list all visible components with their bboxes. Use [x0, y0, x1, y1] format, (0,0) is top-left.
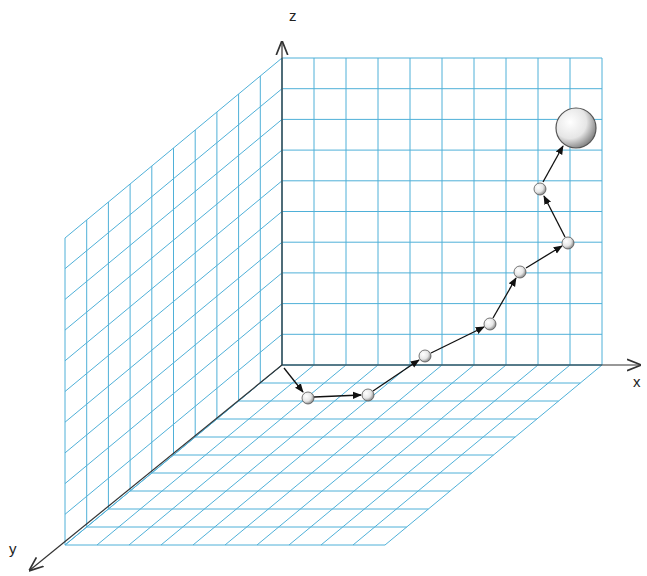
grid-line [174, 455, 494, 456]
grid-line [385, 365, 602, 545]
small-ball [362, 389, 374, 401]
grid-line [130, 184, 131, 491]
grid-line [108, 202, 109, 509]
grid-line [130, 491, 450, 492]
small-ball [514, 266, 526, 278]
small-ball [302, 392, 314, 404]
grid-line [257, 365, 474, 545]
balls [302, 108, 596, 404]
path-arrow [493, 278, 516, 318]
grid-line [282, 150, 602, 151]
grid-line [86, 220, 87, 527]
z-axis-label: z [289, 8, 297, 23]
path-arrow [431, 327, 484, 353]
grid-line [602, 58, 603, 365]
grid-line [65, 58, 282, 238]
grid-line [321, 365, 538, 545]
grid-line [87, 527, 407, 528]
small-ball [534, 183, 546, 195]
grid-line [65, 119, 282, 299]
path-arrow [373, 360, 419, 391]
grid-line [353, 365, 570, 545]
grid-line [65, 89, 282, 269]
small-ball [484, 318, 496, 330]
path-arrow [544, 196, 565, 237]
grid-line [282, 88, 602, 89]
grid-planes [65, 58, 602, 545]
grid-line [65, 238, 66, 545]
x-axis-label: x [633, 374, 641, 389]
grid-line [282, 58, 602, 59]
grid-line [282, 211, 602, 212]
grid-line [538, 58, 539, 365]
grid-line [282, 180, 602, 181]
grid-line [289, 365, 506, 545]
y-axis [30, 365, 282, 570]
large-ball [556, 108, 596, 148]
small-ball [419, 350, 431, 362]
grid-line [151, 166, 152, 473]
grid-line [65, 150, 282, 330]
path-arrow [543, 146, 563, 182]
y-axis-label: y [9, 541, 17, 556]
x-axis [282, 364, 640, 365]
grid-line [570, 58, 571, 365]
grid-line [65, 181, 282, 361]
small-ball [562, 237, 574, 249]
z-axis [281, 42, 282, 365]
path-arrow [526, 246, 562, 268]
grid-line [108, 509, 428, 510]
grid-line [65, 212, 282, 392]
path-arrow [284, 368, 303, 392]
grid-line [65, 545, 385, 546]
grid-line [152, 473, 472, 474]
path-arrow [314, 395, 361, 397]
axes [30, 42, 640, 570]
grid-line [282, 119, 602, 120]
grid-line [474, 58, 475, 365]
grid-line [506, 58, 507, 365]
path-arrows [284, 146, 565, 397]
